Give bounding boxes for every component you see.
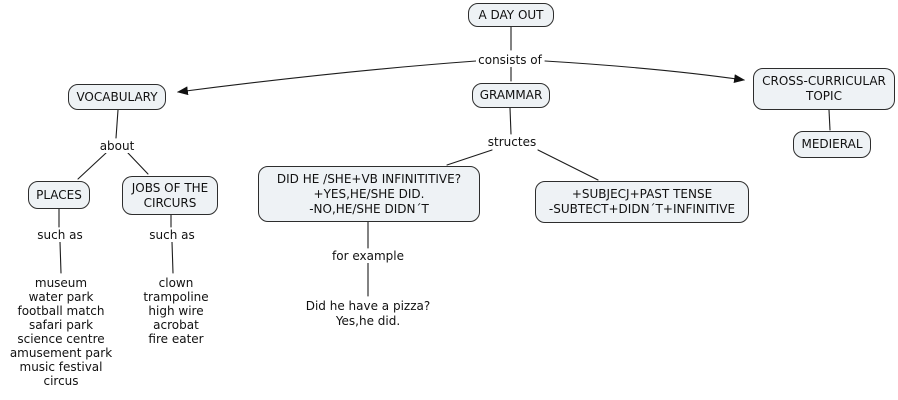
link-label-structes[interactable]: structes: [482, 135, 542, 149]
edge-crosscurricular-medieral: [828, 109, 831, 131]
edge-suchas-placeslist: [59, 241, 62, 274]
edge-grammar-structes: [509, 107, 512, 135]
link-label-for-example[interactable]: for example: [328, 249, 408, 263]
node-vocabulary[interactable]: VOCABULARY: [68, 84, 166, 110]
link-label-consists-of[interactable]: consists of: [476, 53, 544, 67]
edge-consistsof-crosscurricular: [544, 60, 746, 83]
node-did-question-structure[interactable]: DID HE /SHE+VB INFINITITIVE? +YES,HE/SHE…: [258, 166, 480, 222]
node-a-day-out[interactable]: A DAY OUT: [468, 3, 554, 27]
edge-structes-didbox: [446, 149, 493, 166]
node-places-examples-list[interactable]: museum water park football match safari …: [9, 276, 113, 388]
edge-structes-pastbox: [537, 149, 599, 181]
node-past-tense-structure[interactable]: +SUBJECJ+PAST TENSE -SUBTECT+DIDN´T+INFI…: [535, 181, 749, 223]
node-medieral[interactable]: MEDIERAL: [793, 131, 871, 158]
node-cross-curricular-topic[interactable]: CROSS-CURRICULAR TOPIC: [753, 68, 895, 110]
node-places[interactable]: PLACES: [28, 181, 90, 209]
node-jobs-examples-list[interactable]: clown trampoline high wire acrobat fire …: [143, 276, 209, 346]
link-label-such-as-places[interactable]: such as: [30, 228, 90, 242]
link-label-about[interactable]: about: [92, 139, 142, 153]
node-example-sentence[interactable]: Did he have a pizza? Yes,he did.: [305, 299, 431, 328]
edge-about-jobs: [127, 152, 149, 175]
link-label-such-as-jobs[interactable]: such as: [142, 228, 202, 242]
node-grammar[interactable]: GRAMMAR: [472, 83, 550, 108]
node-jobs-of-the-circurs[interactable]: JOBS OF THE CIRCURS: [122, 176, 218, 215]
edge-consistsof-vocabulary: [176, 60, 477, 96]
edge-vocabulary-about: [115, 109, 119, 139]
edge-suchas-jobslist: [171, 241, 174, 274]
edge-about-places: [77, 152, 107, 180]
